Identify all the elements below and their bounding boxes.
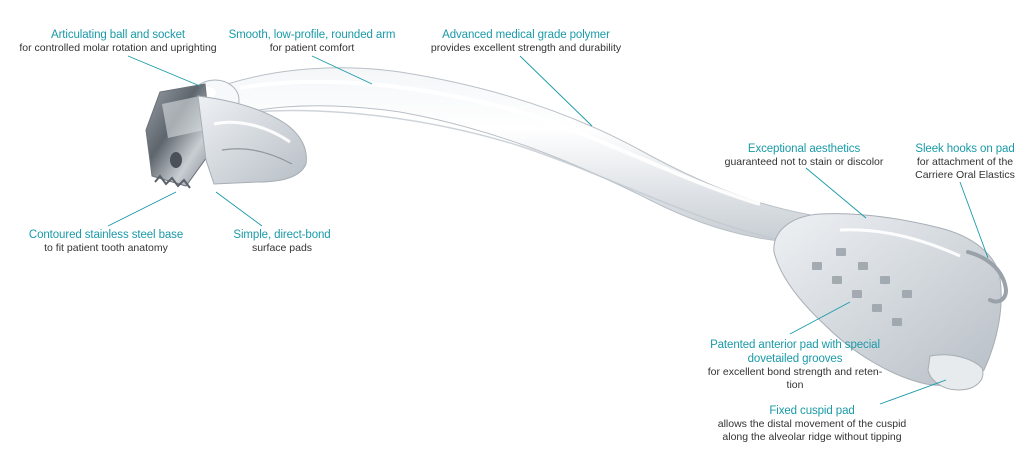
callout-cuspid-pad: Fixed cuspid pad allows the distal movem… [690, 404, 934, 444]
callout-desc: allows the distal movement of the cuspid [717, 418, 907, 430]
callout-desc: Carriere Oral Elastics [915, 169, 1015, 181]
callout-hooks: Sleek hooks on pad for attachment of the… [900, 142, 1030, 182]
callout-polymer: Advanced medical grade polymer provides … [420, 28, 632, 55]
callout-title: Advanced medical grade polymer [442, 29, 610, 41]
callout-desc: for controlled molar rotation and uprigh… [19, 42, 217, 54]
callout-desc: guaranteed not to stain or discolor [724, 156, 884, 168]
callout-title: Smooth, low-profile, rounded arm [228, 29, 396, 41]
pad-hook [966, 250, 1009, 304]
callout-desc: provides excellent strength and durabili… [430, 42, 622, 54]
callout-title: Exceptional aesthetics [747, 143, 861, 155]
callout-title: Patented anterior pad with special [710, 339, 880, 351]
callout-steel-base: Contoured stainless steel base to fit pa… [4, 228, 208, 255]
callout-aesthetics: Exceptional aesthetics guaranteed not to… [714, 142, 894, 169]
callout-title: Articulating ball and socket [51, 29, 185, 41]
callout-bond: Simple, direct-bond surface pads [216, 228, 348, 255]
callout-desc: along the alveolar ridge without tipping [722, 431, 902, 443]
callout-ball-socket: Articulating ball and socket for control… [0, 28, 236, 55]
callout-desc: surface pads [251, 242, 313, 254]
callout-title: Sleek hooks on pad [915, 143, 1015, 155]
callout-desc: to fit patient tooth anatomy [44, 242, 168, 254]
molar-pad [197, 95, 307, 185]
callout-desc: for excellent bond strength and reten- [707, 366, 883, 378]
leader-lines [107, 55, 989, 405]
callout-title: Contoured stainless steel base [28, 229, 184, 241]
callout-arm: Smooth, low-profile, rounded arm for pat… [214, 28, 410, 55]
callout-desc: tion [786, 379, 804, 391]
dovetailed-grooves [812, 248, 912, 326]
callout-anterior-pad: Patented anterior pad with special dovet… [690, 338, 900, 392]
callout-title: Fixed cuspid pad [769, 405, 855, 417]
callout-title: dovetailed grooves [747, 353, 843, 365]
callout-title: Simple, direct-bond [233, 229, 331, 241]
callout-desc: for attachment of the [916, 156, 1014, 168]
callout-desc: for patient comfort [269, 42, 355, 54]
